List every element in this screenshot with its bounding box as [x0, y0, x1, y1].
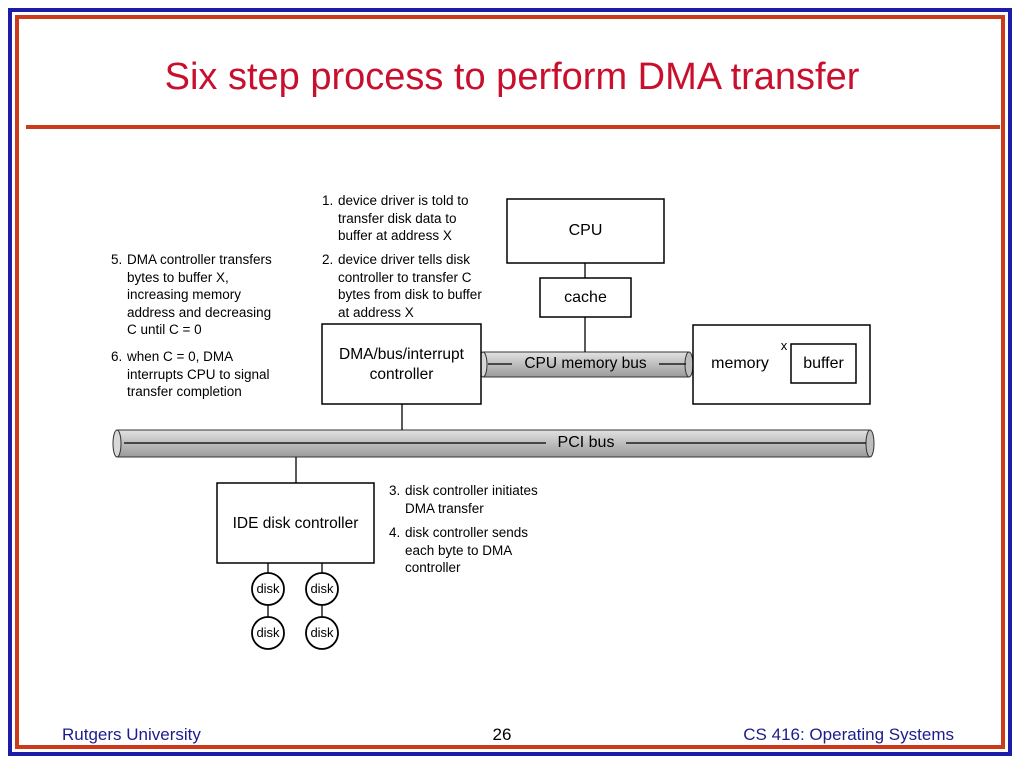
- footer-institution: Rutgers University: [62, 725, 201, 744]
- cache-box: [539, 277, 632, 318]
- cpu-memory-bus: [478, 351, 694, 378]
- slide-inner-border: [15, 15, 1005, 749]
- disk-4: [305, 616, 339, 650]
- dma-controller-label: DMA/bus/interrupt controller: [322, 345, 481, 385]
- step-2-line-2: controller to transfer C: [338, 269, 472, 285]
- cache-label: cache: [564, 289, 607, 306]
- step-1-note: 1. device driver is told to transfer disk…: [322, 192, 469, 245]
- step-1-line-1: device driver is told to: [338, 193, 469, 208]
- step-5-line-1: DMA controller transfers: [127, 252, 272, 267]
- disk-1: [251, 572, 285, 606]
- ide-controller-box: [216, 482, 375, 564]
- ide-controller-label: IDE disk controller: [232, 515, 359, 532]
- step-5-note: 5. DMA controller transfers bytes to buff…: [111, 251, 272, 339]
- pci-bus-label: PCI bus: [557, 434, 615, 451]
- step-2-line-1: device driver tells disk: [338, 252, 471, 267]
- disk-3-label: disk: [256, 625, 280, 640]
- disk-4-label: disk: [310, 625, 334, 640]
- pci-bus: [112, 429, 875, 458]
- step-1-number: 1.: [322, 193, 334, 208]
- footer-page-number: 26: [492, 725, 512, 744]
- cpu-label: CPU: [568, 222, 603, 239]
- title-underline: [26, 125, 1000, 129]
- cpu-box: [506, 198, 665, 264]
- step-5-line-4: address and decreasing: [127, 304, 272, 320]
- disk-2: [305, 572, 339, 606]
- buffer-address-marker: x: [780, 338, 788, 353]
- step-4-line-3: controller: [405, 560, 461, 575]
- step-1-line-2: transfer disk data to: [338, 210, 457, 226]
- cpu-memory-bus-label: CPU memory bus: [524, 355, 647, 372]
- buffer-box: [790, 343, 857, 384]
- slide-title: Six step process to perform DMA transfer: [164, 56, 860, 98]
- step-3-line-2: DMA transfer: [405, 500, 484, 516]
- memory-label: memory: [711, 355, 769, 372]
- step-4-line-1: disk controller sends: [405, 525, 529, 540]
- step-5-line-2: bytes to buffer X,: [127, 269, 229, 285]
- buffer-label: buffer: [803, 355, 844, 372]
- step-3-note: 3. disk controller initiates DMA transfer: [389, 482, 538, 517]
- step-5-number: 5.: [111, 252, 123, 267]
- step-3-line-1: disk controller initiates: [405, 483, 538, 498]
- step-6-number: 6.: [111, 349, 123, 364]
- step-2-line-4: at address X: [338, 304, 414, 320]
- step-2-line-3: bytes from disk to buffer: [338, 287, 482, 302]
- step-4-number: 4.: [389, 525, 401, 540]
- step-5-line-5: C until C = 0: [127, 322, 202, 337]
- dma-controller-box: [321, 323, 482, 405]
- step-3-number: 3.: [389, 483, 401, 498]
- step-5-line-3: increasing memory: [127, 287, 242, 302]
- dma-controller-label-line2: controller: [369, 366, 434, 383]
- step-2-note: 2. device driver tells disk controller to…: [322, 251, 482, 321]
- disk-1-label: disk: [256, 581, 280, 596]
- step-6-line-1: when C = 0, DMA: [127, 349, 234, 364]
- step-4-line-2: each byte to DMA: [405, 542, 513, 558]
- step-6-line-3: transfer completion: [127, 384, 242, 399]
- step-6-note: 6. when C = 0, DMA interrupts CPU to sign…: [111, 348, 270, 401]
- slide-outer-border: [8, 8, 1012, 756]
- disk-2-label: disk: [310, 581, 334, 596]
- dma-controller-label-line1: DMA/bus/interrupt: [339, 346, 464, 363]
- step-6-line-2: interrupts CPU to signal: [127, 366, 270, 382]
- step-1-line-3: buffer at address X: [338, 228, 452, 243]
- step-2-number: 2.: [322, 252, 334, 267]
- disk-3: [251, 616, 285, 650]
- footer-course: CS 416: Operating Systems: [743, 725, 954, 744]
- step-4-note: 4. disk controller sends each byte to DMA…: [389, 524, 528, 577]
